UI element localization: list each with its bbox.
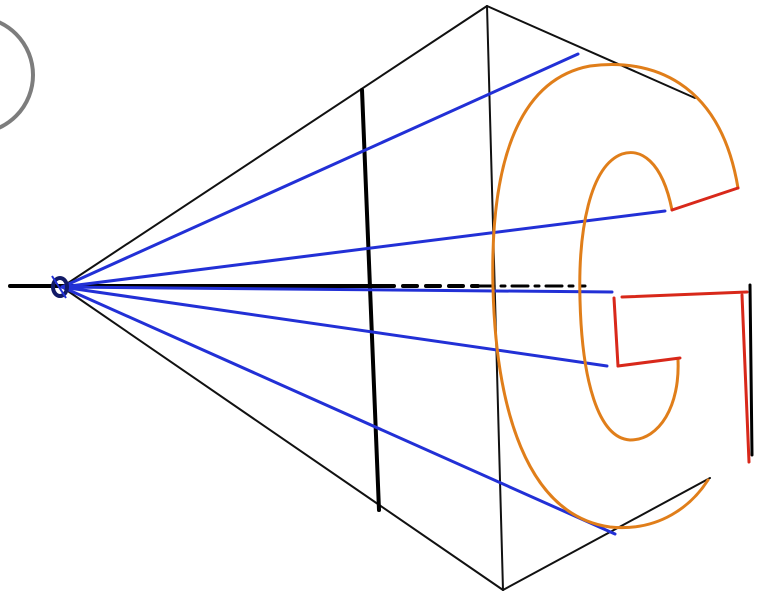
far-plane-bottom bbox=[502, 477, 711, 591]
far-plane-left bbox=[486, 5, 504, 591]
frustum-outline bbox=[61, 5, 711, 591]
ray-4 bbox=[60, 285, 609, 368]
ray-1 bbox=[60, 52, 580, 289]
g-edge-black-stem bbox=[748, 283, 754, 457]
g-edge-crossbar-top bbox=[620, 290, 749, 299]
ray-5 bbox=[60, 285, 617, 536]
letter-g-outline bbox=[491, 63, 740, 530]
g-edge-right-stem bbox=[740, 293, 751, 464]
frustum-edge-top bbox=[61, 5, 488, 288]
ray-2 bbox=[60, 209, 667, 289]
projection-rays bbox=[60, 52, 667, 536]
ray-3 bbox=[60, 285, 614, 294]
frustum-edge-bottom bbox=[61, 286, 504, 591]
eye-point-icon bbox=[51, 275, 69, 299]
letter-g-edges bbox=[612, 186, 751, 464]
g-edge-top-serif bbox=[670, 186, 740, 212]
letter-g-outer-curve bbox=[491, 63, 740, 530]
g-edge-crossbar-bottom bbox=[616, 356, 682, 368]
projection-plane bbox=[360, 88, 381, 512]
letter-g-inner-curve bbox=[578, 151, 680, 442]
far-plane-top bbox=[486, 5, 696, 99]
partial-circle-icon bbox=[0, 20, 35, 130]
g-edge-crossbar-left bbox=[612, 296, 620, 368]
